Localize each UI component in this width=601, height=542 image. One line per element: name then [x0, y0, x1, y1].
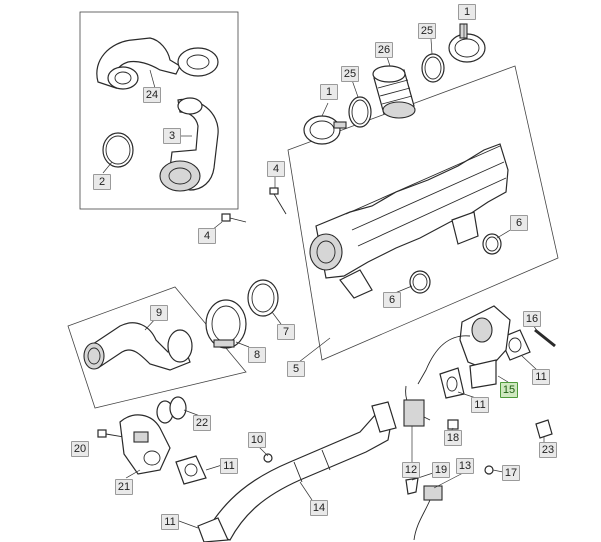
seal-ring-7 [247, 279, 279, 317]
callout-26[interactable]: 26 [375, 42, 393, 58]
sensor-wiring-harness [403, 385, 431, 427]
callout-11-mid[interactable]: 11 [471, 397, 489, 413]
seal-ring-25-top [421, 53, 445, 83]
callout-21[interactable]: 21 [115, 479, 133, 495]
bolt-4-upper [269, 187, 287, 215]
stud-16 [534, 328, 556, 348]
nut-18 [447, 419, 459, 430]
callout-9[interactable]: 9 [150, 305, 168, 321]
callout-20[interactable]: 20 [71, 441, 89, 457]
callout-4-lower[interactable]: 4 [198, 228, 216, 244]
callout-7[interactable]: 7 [277, 324, 295, 340]
bolt-4-lower [221, 213, 247, 223]
exhaust-pipe-14 [205, 401, 397, 541]
gasket-11-bottom [197, 517, 229, 542]
callout-8[interactable]: 8 [248, 347, 266, 363]
callout-1-mid[interactable]: 1 [320, 84, 338, 100]
elbow-pipe [159, 97, 219, 192]
flange-adapter-21 [119, 414, 171, 475]
seal-ring-2 [102, 132, 134, 168]
callout-24[interactable]: 24 [143, 87, 161, 103]
callout-22[interactable]: 22 [193, 415, 211, 431]
v-band-clamp-8 [205, 299, 247, 349]
intake-elbow-tube [96, 37, 219, 90]
callout-23[interactable]: 23 [539, 442, 557, 458]
callout-13[interactable]: 13 [456, 458, 474, 474]
callout-12[interactable]: 12 [402, 462, 420, 478]
callout-5[interactable]: 5 [287, 361, 305, 377]
callout-19[interactable]: 19 [432, 462, 450, 478]
callout-17[interactable]: 17 [502, 465, 520, 481]
bellows-sleeve [372, 65, 416, 119]
kit-frame-top-left [79, 11, 239, 210]
clip-19 [405, 477, 419, 495]
inlet-pipe-group-frame [67, 286, 247, 409]
callout-25-top[interactable]: 25 [418, 23, 436, 39]
callout-6-lower[interactable]: 6 [383, 292, 401, 308]
callout-11-right[interactable]: 11 [532, 369, 550, 385]
callout-3[interactable]: 3 [163, 128, 181, 144]
callout-10[interactable]: 10 [248, 432, 266, 448]
callout-11-bottom[interactable]: 11 [161, 514, 179, 530]
callout-14[interactable]: 14 [310, 500, 328, 516]
gasket-11-mid [439, 367, 465, 399]
callout-18[interactable]: 18 [444, 430, 462, 446]
inlet-pipe-9 [83, 322, 193, 371]
callout-15-highlighted[interactable]: 15 [500, 382, 518, 398]
v-band-clamp-mid [303, 115, 347, 145]
callout-2[interactable]: 2 [93, 174, 111, 190]
ring-22b [169, 396, 187, 420]
temperature-sensor-13 [413, 485, 443, 541]
grommet-17 [484, 465, 494, 475]
v-band-clamp-top [448, 23, 486, 63]
seal-ring-25-mid [348, 96, 372, 128]
callout-16[interactable]: 16 [523, 311, 541, 327]
clip-23 [535, 419, 553, 439]
gasket-11-left [175, 455, 207, 485]
callout-1-top[interactable]: 1 [458, 4, 476, 20]
egr-cooler-body [309, 143, 509, 299]
cooler-group-frame [287, 65, 559, 361]
callout-6-right[interactable]: 6 [510, 215, 528, 231]
callout-25-mid[interactable]: 25 [341, 66, 359, 82]
callout-11-left[interactable]: 11 [220, 458, 238, 474]
plug-10 [263, 453, 273, 463]
egr-valve-15 [417, 305, 511, 389]
callout-4-upper[interactable]: 4 [267, 161, 285, 177]
